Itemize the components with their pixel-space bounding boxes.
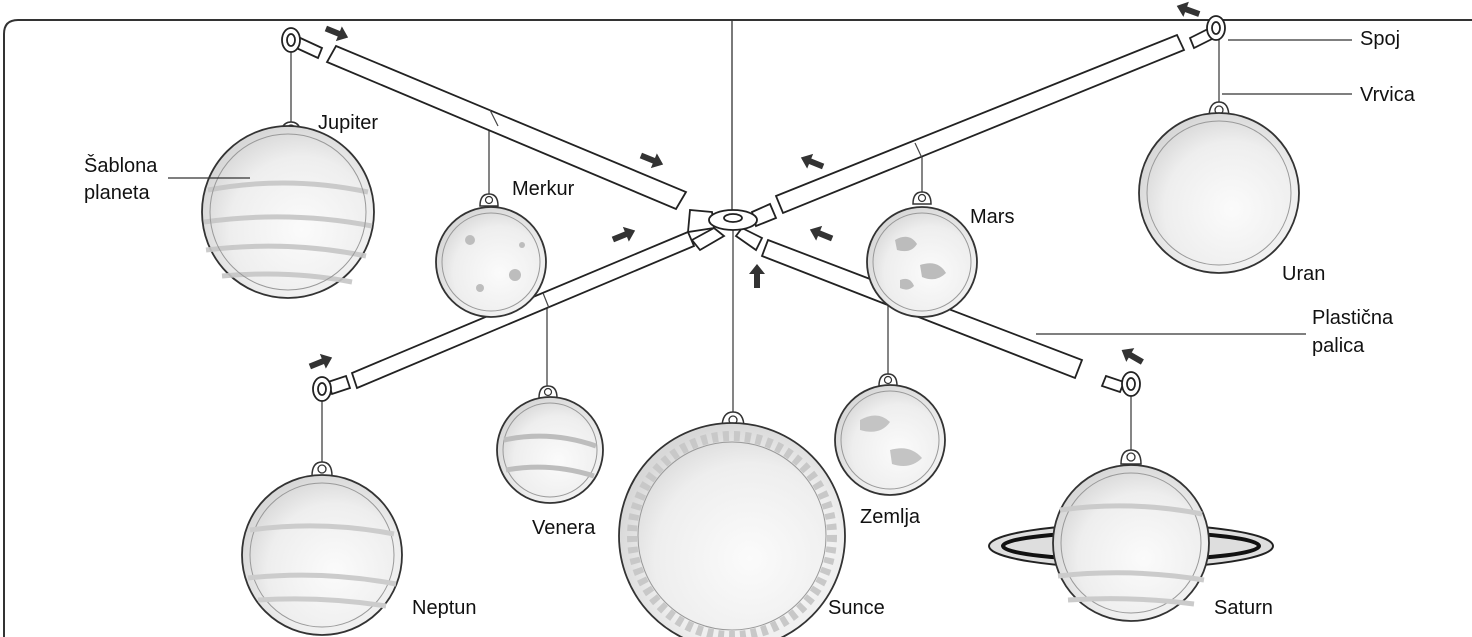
label-merkur: Merkur [512, 178, 574, 201]
arrow-icon [610, 223, 638, 247]
label-mars: Mars [970, 206, 1014, 229]
planet-merkur [436, 194, 546, 317]
planet-zemlja [835, 374, 945, 495]
rod-upper-left [327, 46, 686, 209]
sun [619, 412, 845, 637]
label-jupiter: Jupiter [318, 112, 378, 135]
connector-top-left [282, 28, 322, 58]
arrow-icon [798, 150, 826, 174]
planet-saturn [989, 450, 1273, 621]
label-sablona-line1: Šablona [84, 155, 157, 178]
label-venera: Venera [532, 517, 595, 540]
connector-bottom-left [313, 376, 350, 401]
planet-mars [867, 192, 977, 317]
label-sunce: Sunce [828, 597, 885, 620]
label-spoj: Spoj [1360, 28, 1400, 51]
direction-arrows [307, 0, 1202, 374]
arrow-icon [1174, 0, 1202, 22]
label-zemlja: Zemlja [860, 506, 920, 529]
planet-uran [1139, 102, 1299, 273]
arrow-icon [307, 350, 335, 374]
label-sablona-line2: planeta [84, 182, 150, 205]
rod-upper-right [776, 35, 1184, 213]
arrow-icon [1118, 343, 1147, 369]
arrow-icon [807, 222, 835, 246]
arrow-icon [749, 264, 765, 288]
label-plasticna-line2: palica [1312, 335, 1364, 358]
arrow-icon [638, 148, 666, 172]
label-vrvica: Vrvica [1360, 84, 1415, 107]
label-neptun: Neptun [412, 597, 477, 620]
planet-venera [497, 386, 603, 503]
central-hub [688, 204, 776, 250]
arrow-icon [323, 21, 351, 45]
label-plasticna-line1: Plastična [1312, 307, 1393, 330]
label-saturn: Saturn [1214, 597, 1273, 620]
planet-neptun [242, 462, 402, 635]
planet-jupiter [202, 122, 374, 298]
label-uran: Uran [1282, 263, 1325, 286]
connector-bottom-right [1102, 372, 1140, 396]
